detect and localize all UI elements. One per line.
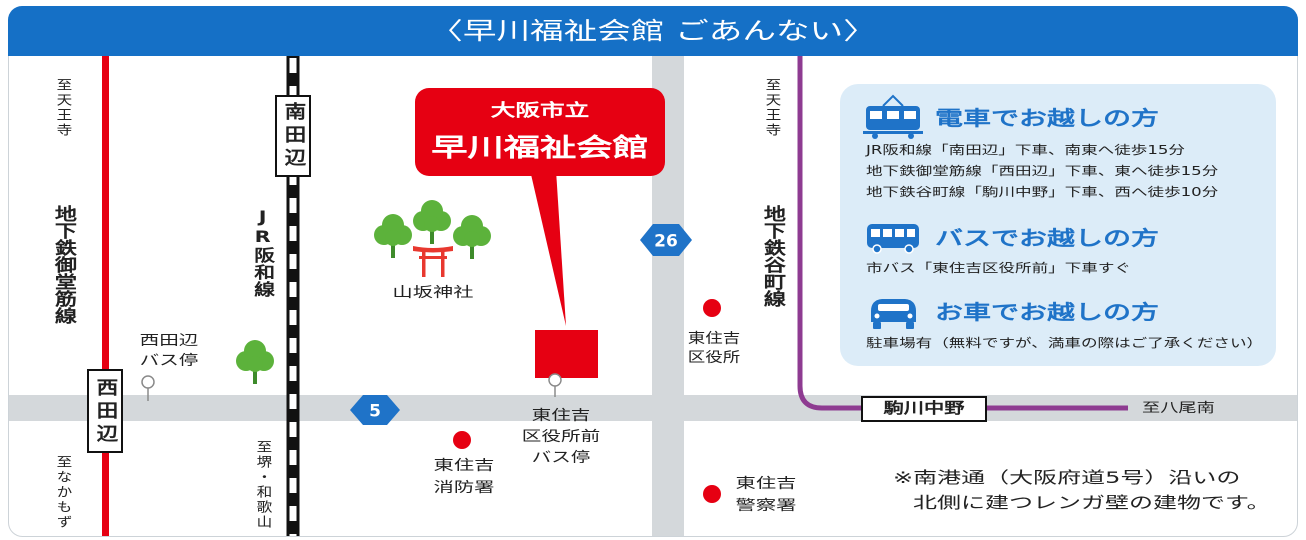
tanimachi-north-direction: 至天王寺 (762, 78, 780, 138)
nishitanabe-bus-stop-label-2: バス停 (139, 353, 199, 369)
station-nishitanabe: 西田辺 (93, 378, 119, 447)
route-5-number: 5 (369, 402, 381, 422)
tanimachi-east-direction: 至八尾南 (1142, 401, 1215, 416)
bus-access-line-1: 市バス「東住吉区役所前」下車すぐ (866, 261, 1131, 275)
police-station-label-1: 東住吉 (735, 476, 797, 492)
ward-office-marker (703, 299, 721, 317)
ward-office-label-1: 東住吉 (687, 331, 741, 347)
station-minamitanabe: 南田辺 (281, 102, 307, 171)
page-title: 〈早川福祉会館 ごあんない〉 (429, 17, 877, 45)
fire-station-label-1: 東住吉 (433, 458, 495, 474)
midosuji-north-direction: 至天王寺 (53, 78, 71, 138)
torii-icon (413, 246, 453, 277)
fire-station-label-2: 消防署 (433, 480, 495, 496)
shrine-label: 山坂神社 (392, 285, 474, 301)
car-icon (871, 299, 916, 329)
car-access-line-1: 駐車場有（無料ですが、満車の際はご了承ください） (866, 336, 1264, 350)
access-info-panel (840, 84, 1276, 366)
bus-stop-icon (548, 373, 562, 397)
ward-office-bus-stop-label-3: バス停 (531, 450, 591, 466)
midosuji-line (102, 56, 109, 536)
train-access-line-2: 地下鉄御堂筋線「西田辺」下車、東へ徒歩15分 (866, 164, 1219, 178)
car-access-heading: お車でお越しの方 (935, 300, 1159, 324)
train-access-line-1: JR阪和線「南田辺」下車、南東へ徒歩15分 (866, 143, 1185, 157)
route-5-badge: 5 (350, 395, 400, 425)
callout-line-1: 大阪市立 (490, 101, 590, 121)
train-icon (863, 94, 923, 139)
bus-icon (867, 224, 919, 254)
station-box-komagawanakano (861, 396, 987, 422)
location-note-line-2: 北側に建つレンガ壁の建物です。 (913, 493, 1271, 512)
bus-stop-icon (141, 375, 155, 401)
midosuji-line-name: 地下鉄御堂筋線 (49, 205, 76, 324)
police-station-marker (703, 485, 721, 503)
title-bar: 〈早川福祉会館 ごあんない〉 (8, 6, 1298, 56)
route-26-number: 26 (654, 232, 678, 252)
police-station-label-2: 警察署 (735, 498, 797, 514)
station-box-nishitanabe (87, 369, 123, 453)
location-note-line-1: ※南港通（大阪府道5号）沿いの (893, 468, 1241, 487)
route-26-badge: 26 (640, 224, 692, 256)
ward-office-bus-stop-label-1: 東住吉 (531, 408, 591, 424)
station-box-minamitanabe (275, 95, 311, 177)
facility-callout (415, 88, 665, 326)
train-access-heading: 電車でお越しの方 (935, 106, 1159, 130)
jr-hanwa-line-name: JR阪和線 (250, 207, 275, 298)
tanimachi-line (797, 56, 1128, 411)
bus-access-heading: バスでお越しの方 (935, 226, 1159, 250)
ward-office-label-2: 区役所 (687, 350, 741, 366)
tanimachi-line-name: 地下鉄谷町線 (758, 205, 785, 307)
nishitanabe-bus-stop-label-1: 西田辺 (139, 333, 199, 349)
midosuji-south-direction: 至なかもず (53, 455, 71, 530)
jr-south-direction: 至堺・和歌山 (253, 440, 271, 530)
facility-building (535, 330, 598, 378)
station-komagawanakano: 駒川中野 (883, 399, 965, 417)
ward-office-bus-stop-label-2: 区役所前 (521, 429, 601, 445)
fire-station-marker (453, 431, 471, 449)
callout-line-2: 早川福祉会館 (431, 133, 649, 162)
train-access-line-3: 地下鉄谷町線「駒川中野」下車、西へ徒歩10分 (866, 185, 1219, 199)
